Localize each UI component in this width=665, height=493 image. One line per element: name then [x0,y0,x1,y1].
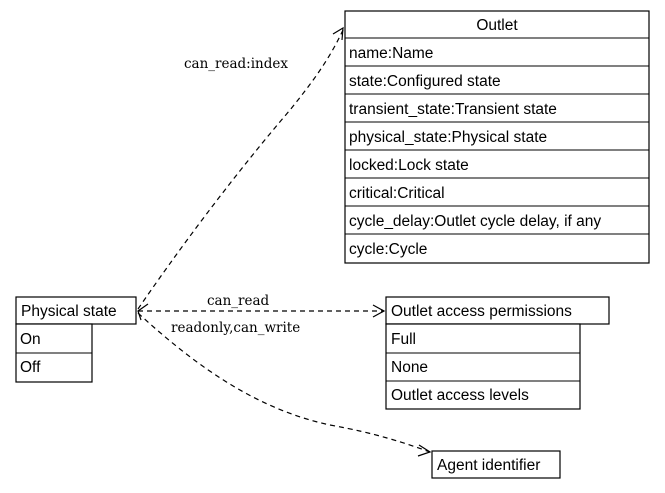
physical-state-value-off: Off [20,359,41,376]
outlet-field-name: name:Name [349,45,433,62]
physical-state-entity: Physical state On Off [15,296,137,383]
outlet-field-cycle: cycle:Cycle [349,241,427,258]
outlet-field-cycle-delay: cycle_delay:Outlet cycle delay, if any [349,213,601,230]
outlet-field-locked: locked:Lock state [349,157,469,174]
outlet-field-physical-state: physical_state:Physical state [349,129,547,146]
arrowhead-permissions [372,304,386,318]
edge-physical-state-to-permissions: can_read [138,293,386,318]
agent-identifier-title: Agent identifier [437,457,540,474]
edge-physical-state-to-agent: readonly,can_write [137,312,432,457]
edge-line-to-agent [137,312,431,453]
outlet-field-state: state:Configured state [349,73,501,90]
agent-identifier-entity: Agent identifier [431,450,561,479]
outlet-field-critical: critical:Critical [349,185,445,202]
access-permissions-entity: Outlet access permissions Full None Outl… [385,296,610,410]
access-permissions-value-levels: Outlet access levels [391,387,529,404]
arrowhead-agent [417,444,432,457]
access-permissions-values-box [385,323,581,410]
outlet-box [344,10,650,264]
outlet-entity: Outlet name:Name state:Configured state … [344,10,650,264]
outlet-field-transient-state: transient_state:Transient state [349,101,557,118]
edge-line-to-outlet [137,29,344,310]
edge-label-readonly-can-write: readonly,can_write [171,320,300,336]
arrowhead-outlet [332,26,344,41]
physical-state-title: Physical state [21,303,117,320]
edge-label-can-read: can_read [207,293,270,309]
agent-identifier-box [431,450,561,479]
access-permissions-title: Outlet access permissions [391,303,572,320]
access-permissions-value-none: None [391,359,428,376]
access-permissions-value-full: Full [391,331,416,348]
physical-state-value-on: On [20,331,41,348]
edge-physical-state-to-outlet: can_read:index [137,26,344,321]
outlet-title: Outlet [476,17,518,34]
edge-label-can-read-index: can_read:index [184,56,288,72]
